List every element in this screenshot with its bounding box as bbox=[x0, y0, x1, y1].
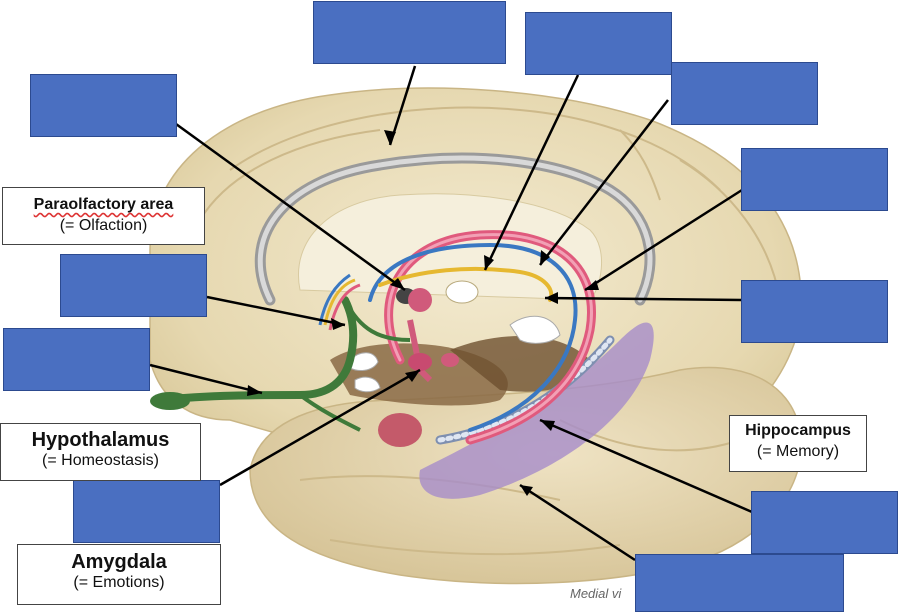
label-hippocampus: Hippocampus (= Memory) bbox=[729, 415, 867, 472]
label-hypothalamus: Hypothalamus (= Homeostasis) bbox=[0, 423, 201, 481]
amygdala-structure bbox=[378, 413, 422, 447]
blank-label-box-2[interactable] bbox=[525, 12, 672, 75]
blank-label-box-6[interactable] bbox=[60, 254, 207, 317]
blank-label-box-1[interactable] bbox=[313, 1, 506, 64]
stria-terminalis bbox=[368, 242, 578, 432]
arrow-heads bbox=[247, 130, 599, 496]
olfactory-tract bbox=[156, 296, 358, 404]
olfactory-bulb bbox=[150, 392, 190, 410]
blank-label-box-5[interactable] bbox=[741, 148, 888, 211]
figure-caption: Medial vi bbox=[570, 586, 622, 601]
blank-label-box-7[interactable] bbox=[741, 280, 888, 343]
label-hypothalamus-title: Hypothalamus bbox=[31, 429, 170, 451]
label-paraolfactory-sub: (= Olfaction) bbox=[59, 217, 148, 234]
yellow-tract bbox=[378, 266, 554, 302]
pointer-lines bbox=[149, 65, 753, 562]
label-hippocampus-sub: (= Memory) bbox=[756, 443, 840, 460]
label-paraolfactory-area: Paraolfactory area (= Olfaction) bbox=[2, 187, 205, 245]
label-amygdala: Amygdala (= Emotions) bbox=[17, 544, 221, 605]
blank-label-box-10[interactable] bbox=[751, 491, 898, 554]
blank-label-box-11[interactable] bbox=[635, 554, 844, 612]
label-paraolfactory-title: Paraolfactory area bbox=[33, 196, 174, 213]
label-amygdala-title: Amygdala bbox=[71, 551, 167, 573]
blank-label-box-9[interactable] bbox=[73, 480, 220, 543]
blank-label-box-3[interactable] bbox=[671, 62, 818, 125]
label-hypothalamus-sub: (= Homeostasis) bbox=[42, 452, 159, 469]
label-hippocampus-title: Hippocampus bbox=[745, 422, 851, 439]
blank-label-box-4[interactable] bbox=[30, 74, 177, 137]
blank-label-box-8[interactable] bbox=[3, 328, 150, 391]
label-amygdala-sub: (= Emotions) bbox=[73, 574, 165, 591]
